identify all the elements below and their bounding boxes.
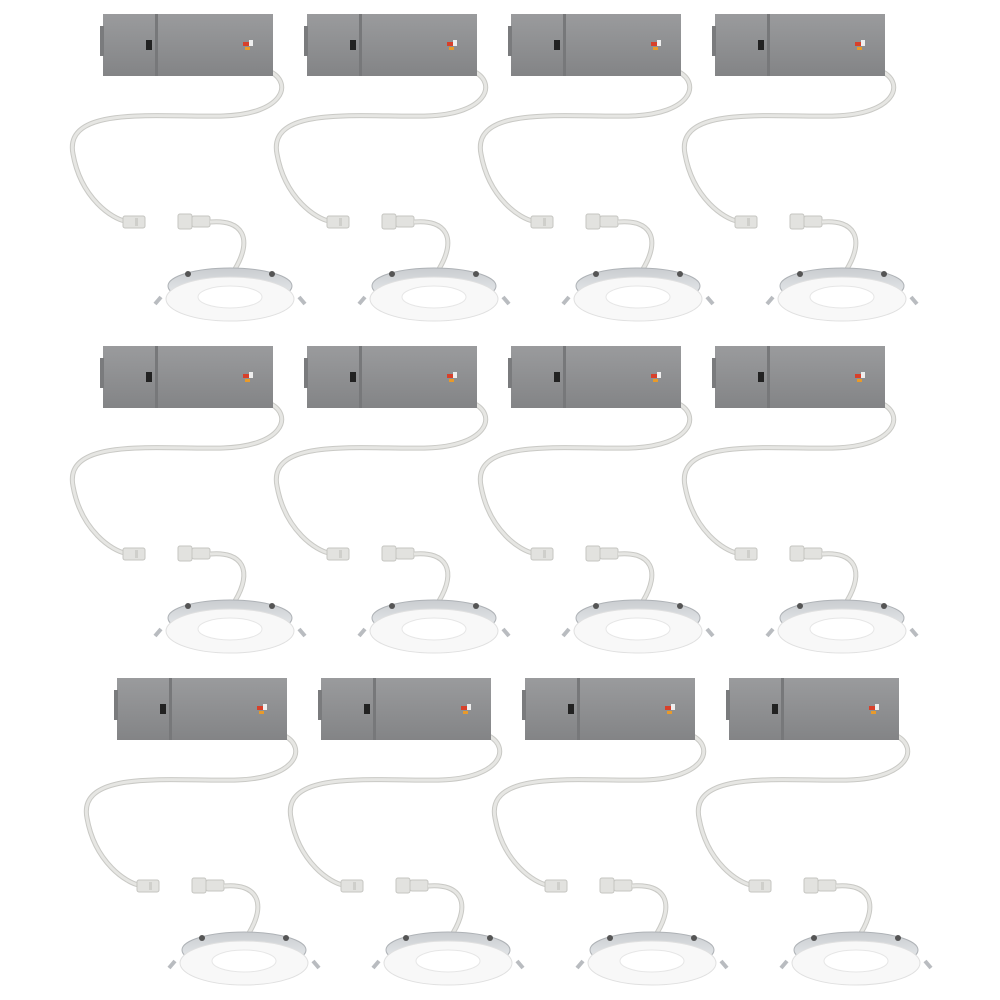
recessed-light-unit (72, 14, 305, 321)
recessed-light-unit (276, 346, 509, 653)
recessed-light-unit (480, 14, 713, 321)
recessed-light-unit (276, 14, 509, 321)
recessed-light-unit (698, 678, 931, 985)
recessed-light-unit (480, 346, 713, 653)
recessed-light-unit (494, 678, 727, 985)
recessed-light-unit (72, 346, 305, 653)
recessed-light-unit (684, 346, 917, 653)
recessed-light-unit (86, 678, 319, 985)
recessed-light-unit (684, 14, 917, 321)
recessed-light-unit (290, 678, 523, 985)
